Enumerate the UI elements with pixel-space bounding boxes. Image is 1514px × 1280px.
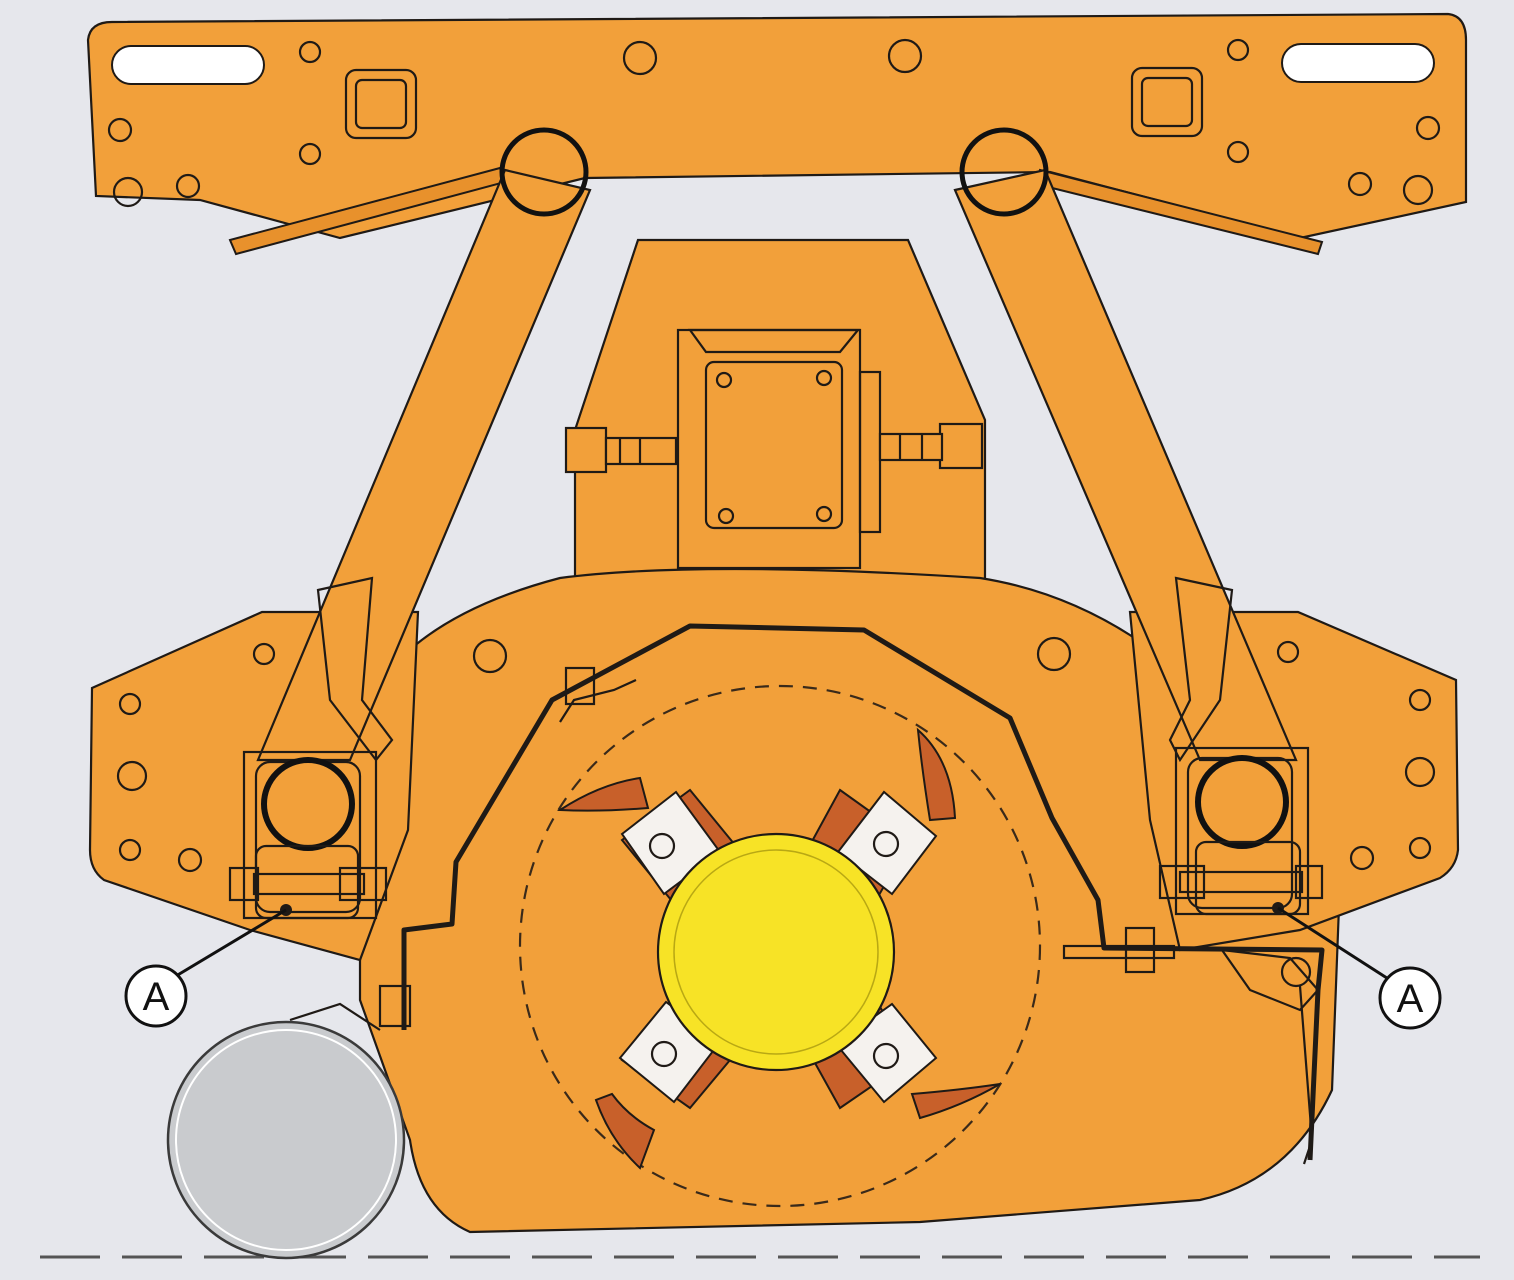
- arm-left-body: [256, 168, 592, 762]
- gearbox-cover: [573, 238, 987, 592]
- gearbox-lid: [687, 328, 861, 354]
- front-roller-rim: [175, 1029, 397, 1251]
- gearbox: [564, 328, 984, 570]
- bolt-left-head: [228, 866, 260, 902]
- pivot-tube-left: [261, 757, 355, 851]
- arm-right-bend: [1168, 576, 1234, 763]
- callout-left-circle: [124, 964, 188, 1028]
- rotor-hub-inner: [673, 849, 879, 1055]
- slot-right: [1281, 43, 1435, 83]
- rear-deflector: [1219, 948, 1320, 1012]
- blade-bolts: [648, 830, 900, 1070]
- bolt-right-nut: [1158, 864, 1206, 900]
- square-boss-right-inner: [1140, 76, 1194, 128]
- rotor-sweep-circle: [518, 684, 1042, 1208]
- swing-arm-left: [256, 168, 592, 762]
- swing-arm-right: [953, 168, 1298, 763]
- callout-right-label: A: [1397, 977, 1424, 1021]
- bolt-right-shank: [1178, 870, 1304, 894]
- slot-left: [111, 45, 265, 85]
- square-boss-left: [344, 68, 418, 140]
- top-hitch-frame: [86, 12, 1468, 256]
- shield-wire: [289, 623, 1325, 1165]
- bolt-left-shank: [252, 872, 366, 896]
- square-boss-right: [1130, 66, 1204, 138]
- square-boss-left-inner: [354, 78, 408, 130]
- callout-left-label: A: [143, 975, 170, 1019]
- hitch-holes: [107, 38, 1441, 208]
- callout-left: A: [124, 908, 287, 1028]
- shaft-right: [878, 422, 984, 470]
- pivot-tube-right: [1195, 755, 1289, 849]
- shaft-left: [564, 426, 678, 474]
- blade-tips: [556, 727, 1001, 1170]
- gearbox-face: [704, 360, 844, 530]
- leader-left: [175, 908, 287, 978]
- rotor-hub: [656, 832, 896, 1072]
- side-plate-holes: [116, 636, 1436, 873]
- shield-clamp-top: [564, 666, 596, 706]
- shield-wire-line: [401, 623, 1325, 1161]
- arm-right-body: [953, 168, 1298, 762]
- hitch-plate: [86, 12, 1468, 240]
- lower-pivot-left: [228, 750, 388, 920]
- bushing-right: [1194, 840, 1302, 916]
- shield-clamp-right: [1124, 926, 1156, 974]
- leader-right: [1277, 906, 1391, 982]
- callout-right: A: [1277, 906, 1442, 1030]
- pivot-top-right: [959, 127, 1049, 217]
- pivot-top-left: [499, 127, 589, 217]
- shield-spring-left: [289, 1002, 381, 1031]
- skid-rod-right: [1298, 985, 1314, 1165]
- bushing-left: [254, 844, 360, 920]
- bolt-left-nut: [338, 866, 388, 902]
- callout-right-circle: [1378, 966, 1442, 1030]
- arm-left-bend: [316, 576, 394, 762]
- front-roller: [166, 1020, 406, 1260]
- rotor: [556, 727, 1001, 1170]
- gearbox-bolts: [715, 369, 833, 525]
- bolt-right-head: [1294, 864, 1324, 900]
- pivot-pin-right: [1280, 956, 1312, 988]
- shield-bracket-right: [1062, 944, 1176, 960]
- shield-clamp-left: [378, 984, 412, 1028]
